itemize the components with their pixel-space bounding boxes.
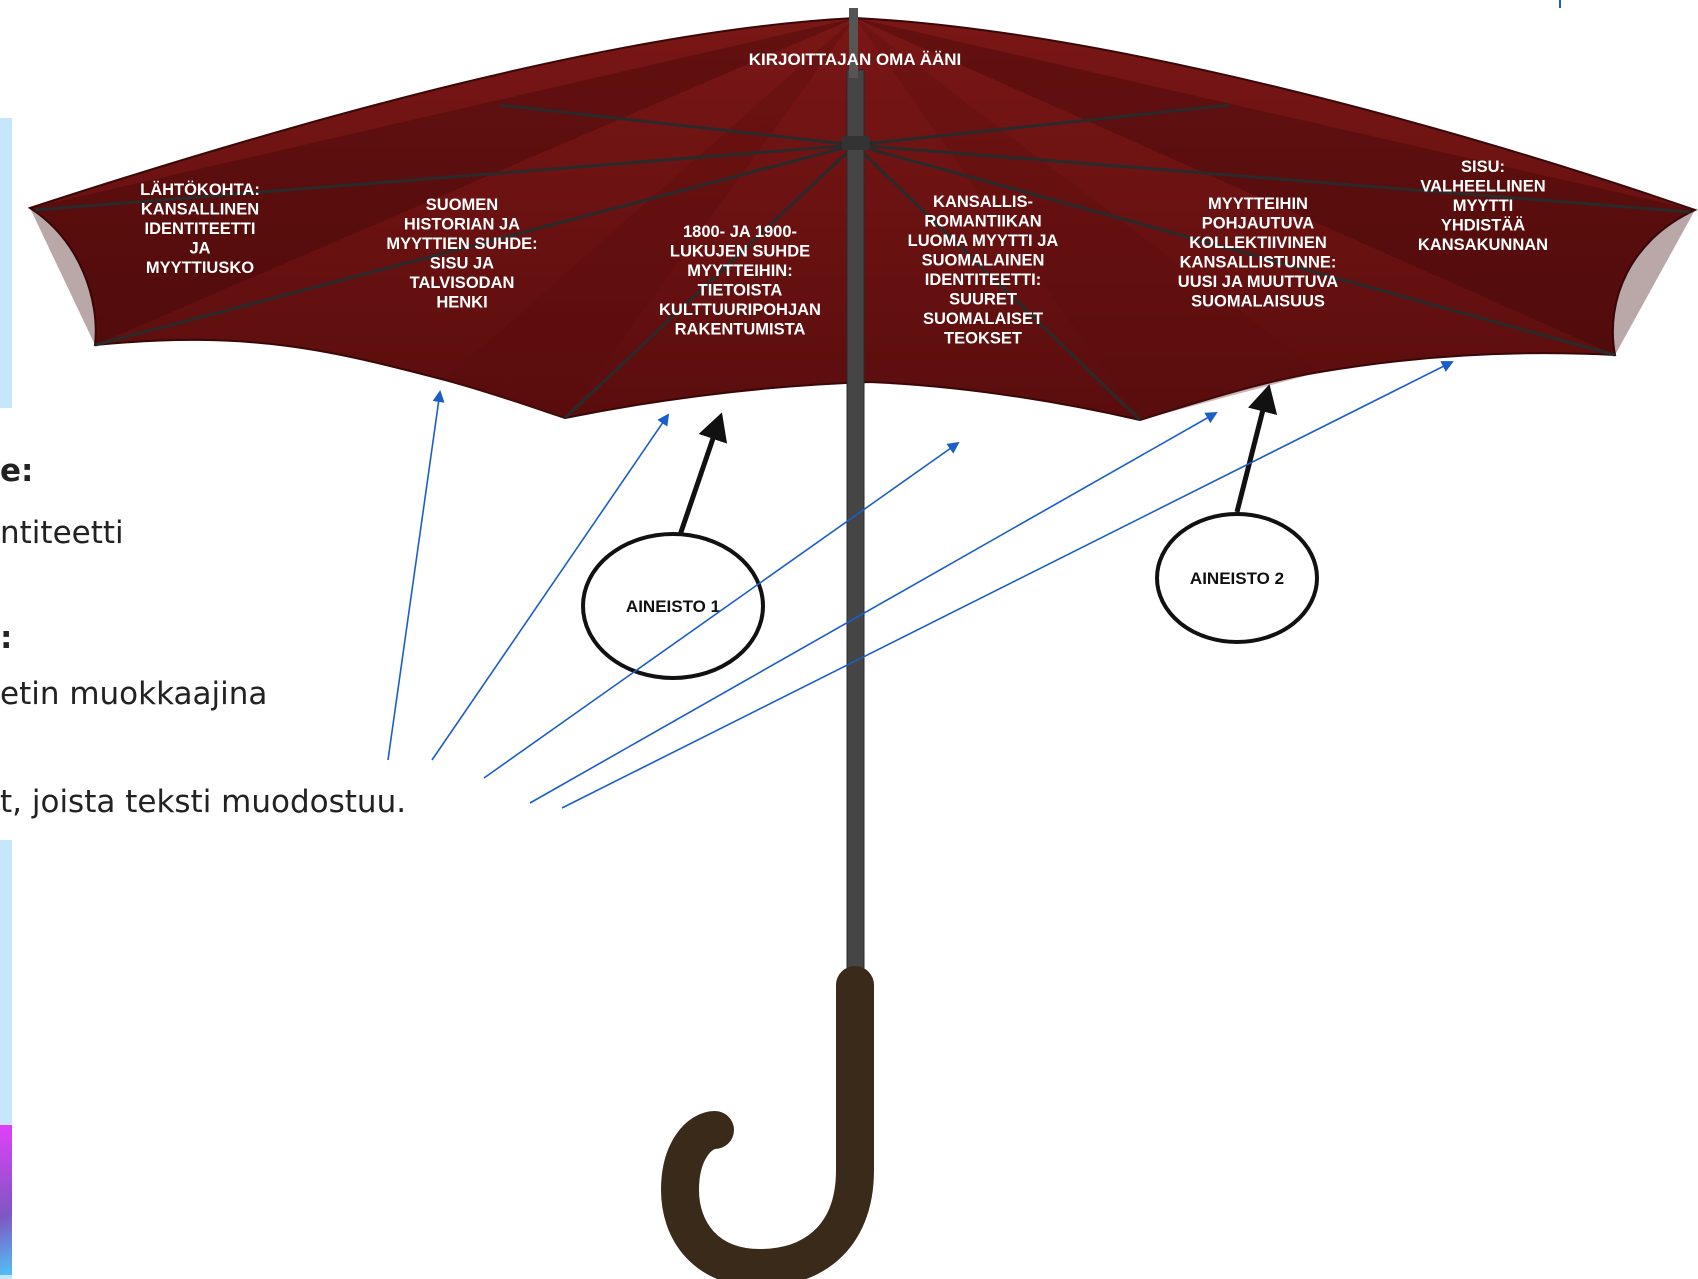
canopy-shade — [30, 18, 855, 345]
panel-label-line: LUKUJEN SUHDE — [670, 243, 810, 261]
background-panel-top — [0, 118, 12, 408]
panel-label-line: TEOKSET — [944, 330, 1022, 348]
canopy-shade — [855, 18, 1320, 420]
panel-label-line: SISU: — [1461, 158, 1505, 176]
background-text-line-1: e: — [0, 453, 34, 489]
background-text-line-4: etin muokkaajina — [0, 676, 268, 712]
panel-label-line: RAKENTUMISTA — [675, 321, 806, 339]
panel-label-line: MYYTTIUSKO — [146, 259, 254, 277]
umbrella-shaft — [846, 69, 865, 991]
source-label-2: AINEISTO 2 — [1190, 569, 1284, 588]
canopy-shade — [855, 18, 1695, 355]
panel-label-line: IDENTITEETTI: — [925, 271, 1041, 289]
panel-label-line: VALHEELLINEN — [1420, 178, 1545, 196]
panel-label-line: JA — [189, 240, 210, 258]
source-label-1: AINEISTO 1 — [626, 597, 720, 616]
panel-label-line: TIETOISTA — [698, 282, 783, 300]
source-arrow-2 — [1234, 384, 1278, 513]
panel-label-line: TALVISODAN — [410, 274, 515, 292]
panel-label-line: MYYTTI — [1453, 197, 1514, 215]
panel-label-line: ROMANTIIKAN — [924, 213, 1041, 231]
panel-label-line: YHDISTÄÄ — [1441, 217, 1525, 235]
panel-label-line: KANSALLISTUNNE: — [1180, 254, 1337, 272]
panel-label-line: KANSALLINEN — [141, 201, 259, 219]
umbrella-hub — [842, 136, 870, 150]
panel-label-line: 1800- JA 1900- — [683, 223, 797, 241]
panel-label-line: HENKI — [436, 294, 487, 312]
source-circle-1 — [581, 532, 765, 680]
panel-label-line: MYYTTEIHIN — [1208, 195, 1308, 213]
panel-label-line: SUURET — [949, 291, 1017, 309]
panel-label-line: SISU JA — [430, 255, 494, 273]
source-circle-2 — [1155, 512, 1319, 644]
blue-arrows — [387, 361, 1454, 809]
panel-label-line: SUOMALAISET — [923, 310, 1043, 328]
background-text-line-5: t, joista teksti muodostuu. — [0, 784, 407, 820]
umbrella-top-label: KIRJOITTAJAN OMA ÄÄNI — [749, 50, 962, 69]
panel-label-line: LUOMA MYYTTI JA — [908, 232, 1059, 250]
panel-label-line: UUSI JA MUUTTUVA — [1178, 273, 1339, 291]
panel-label-line: MYYTTEIHIN: — [687, 262, 792, 280]
source-arrow-1 — [677, 412, 728, 536]
panel-label-line: POHJAUTUVA — [1202, 215, 1315, 233]
background-text-line-3: : — [0, 620, 13, 656]
background-colorful-shape — [0, 1125, 12, 1275]
panel-label-line: LÄHTÖKOHTA: — [140, 180, 260, 199]
umbrella-handle — [660, 966, 874, 1279]
panel-label-line: KOLLEKTIIVINEN — [1189, 234, 1327, 252]
panel-label-line: KULTTUURIPOHJAN — [659, 301, 821, 319]
panel-label-line: IDENTITEETTI — [145, 220, 256, 238]
panel-label-line: SUOMALAINEN — [922, 252, 1045, 270]
canopy-shade — [445, 18, 855, 418]
panel-label-line: KANSALLIS- — [933, 193, 1033, 211]
panel-label-line: KANSAKUNNAN — [1418, 236, 1548, 254]
umbrella-ribs — [34, 103, 1691, 422]
panel-label-line: SUOMALAISUUS — [1191, 293, 1325, 311]
background-text-line-2: ntiteetti — [0, 515, 124, 551]
umbrella-tip — [849, 8, 858, 78]
panel-label-line: SUOMEN — [426, 196, 498, 214]
panel-label-line: MYYTTIEN SUHDE: — [386, 235, 537, 253]
panel-label-line: HISTORIAN JA — [404, 216, 520, 234]
